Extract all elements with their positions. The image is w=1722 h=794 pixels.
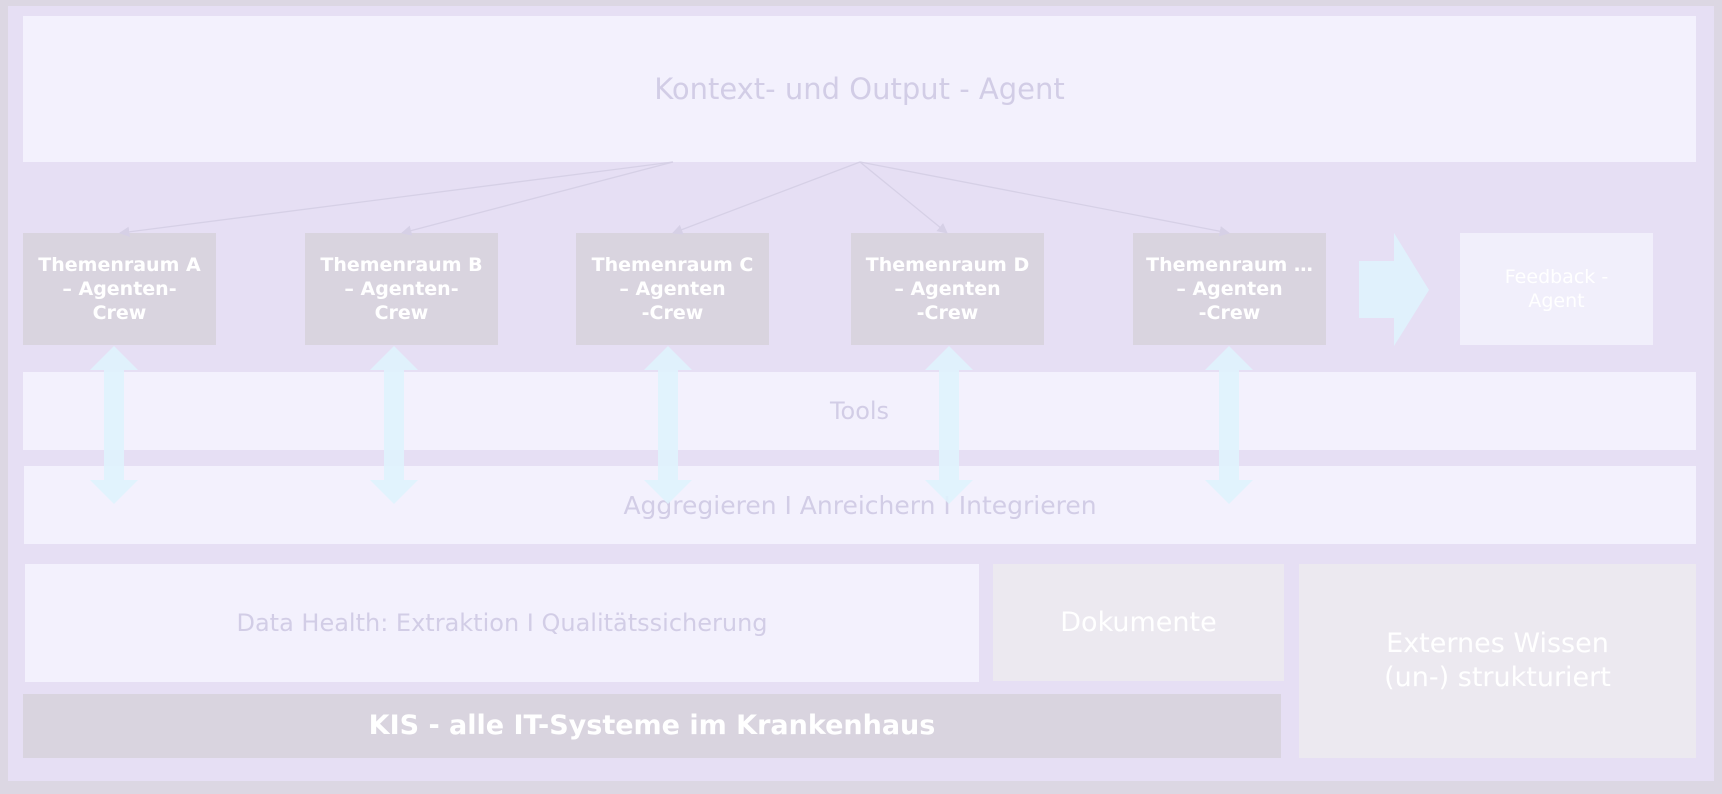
tools-layer: Tools: [23, 372, 1696, 450]
crew-a: Themenraum A – Agenten- Crew: [23, 233, 216, 345]
feedback-agent: Feedback - Agent: [1460, 233, 1653, 345]
aggregate-layer: Aggregieren I Anreichern I Integrieren: [24, 466, 1696, 544]
crew-d: Themenraum D – Agenten -Crew: [851, 233, 1044, 345]
crew-more: Themenraum … – Agenten -Crew: [1133, 233, 1326, 345]
context-output-agent: Kontext- und Output - Agent: [23, 16, 1696, 162]
crew-c: Themenraum C – Agenten -Crew: [576, 233, 769, 345]
data-health-layer: Data Health: Extraktion I Qualitätssiche…: [25, 564, 979, 682]
crew-b: Themenraum B – Agenten- Crew: [305, 233, 498, 345]
external-knowledge-box: Externes Wissen (un-) strukturiert: [1299, 564, 1696, 758]
kis-layer: KIS - alle IT-Systeme im Krankenhaus: [23, 694, 1281, 758]
documents-box: Dokumente: [993, 564, 1284, 681]
